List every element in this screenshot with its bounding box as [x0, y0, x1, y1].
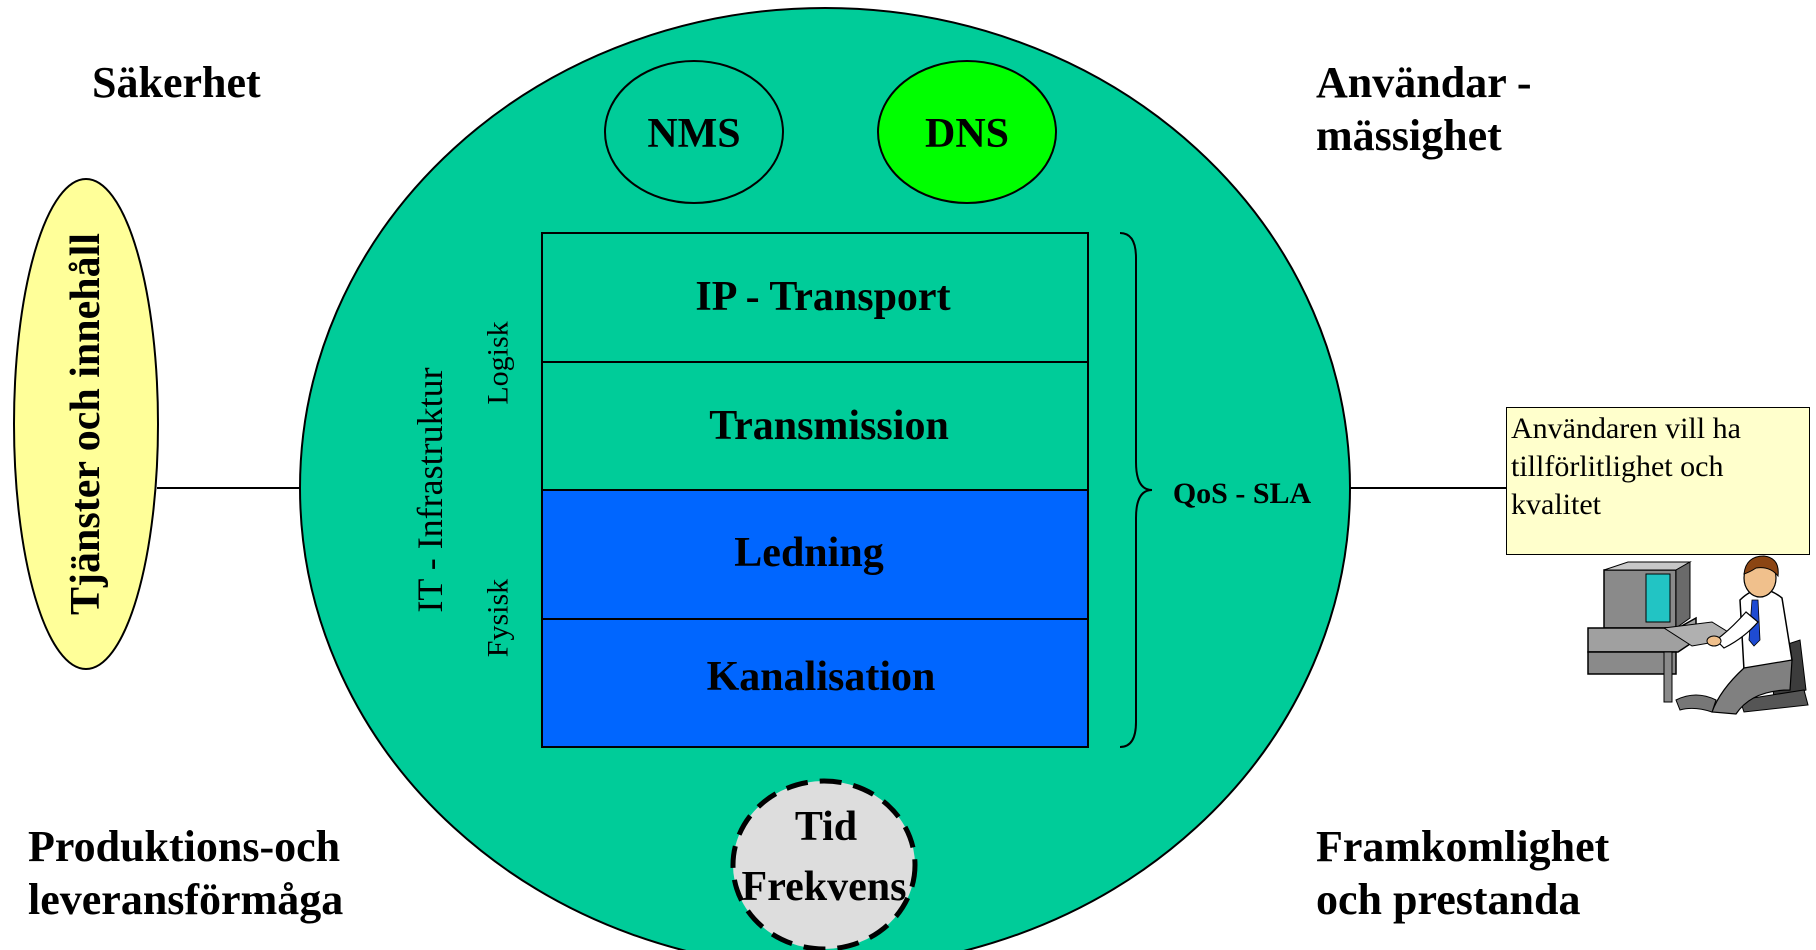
label-framkomlighet-line2: och prestanda — [1316, 875, 1581, 924]
user-note-line2: tillförlitlighet och — [1511, 450, 1724, 483]
qos-brace — [1119, 232, 1153, 748]
time-frequency-oval — [730, 778, 918, 950]
label-framkomlighet-line1: Framkomlighet — [1316, 822, 1610, 871]
label-produktion: Produktions-och leveransförmåga — [28, 820, 343, 926]
layer-kanalisation-label: Kanalisation — [707, 654, 936, 700]
layer-ledning-label: Ledning — [734, 530, 883, 576]
label-anvandarmassighet-line1: Användar - — [1316, 58, 1532, 107]
user-note-line1: Användaren vill ha — [1511, 412, 1741, 445]
layer-transmission-label: Transmission — [709, 403, 949, 449]
label-anvandarmassighet-line2: mässighet — [1316, 111, 1502, 160]
layer-kanalisation — [541, 618, 1089, 748]
user-note-line3: kvalitet — [1511, 488, 1601, 521]
layer-stack: IP - Transport Transmission Ledning Kana… — [541, 232, 1089, 748]
layer-transmission — [541, 361, 1089, 491]
label-produktion-line2: leveransförmåga — [28, 875, 344, 924]
dns-label: DNS — [925, 111, 1009, 157]
user-note: Användaren vill ha tillförlitlighet och … — [1506, 407, 1810, 555]
dns-oval — [877, 60, 1057, 204]
logical-label: Logisk — [482, 321, 515, 404]
infrastructure-label: IT - Infrastruktur — [410, 367, 450, 612]
services-oval — [13, 178, 159, 670]
services-oval-label: Tjänster och innehåll — [63, 233, 109, 615]
layer-ip-transport-label: IP - Transport — [695, 274, 950, 320]
physical-label: Fysisk — [482, 579, 515, 657]
label-produktion-line1: Produktions-och — [28, 822, 341, 871]
nms-oval — [604, 60, 784, 204]
qos-sla-label: QoS - SLA — [1173, 477, 1312, 510]
frequency-label: Frekvens — [742, 864, 907, 910]
time-label: Tid — [795, 804, 857, 850]
label-sakerhet: Säkerhet — [92, 58, 261, 107]
layer-ledning — [541, 489, 1089, 620]
label-framkomlighet: Framkomlighet och prestanda — [1316, 820, 1609, 926]
nms-label: NMS — [647, 111, 740, 157]
label-anvandarmassighet: Användar - mässighet — [1316, 56, 1532, 162]
layer-ip-transport — [541, 232, 1089, 363]
person-at-computer-icon — [1587, 555, 1809, 715]
